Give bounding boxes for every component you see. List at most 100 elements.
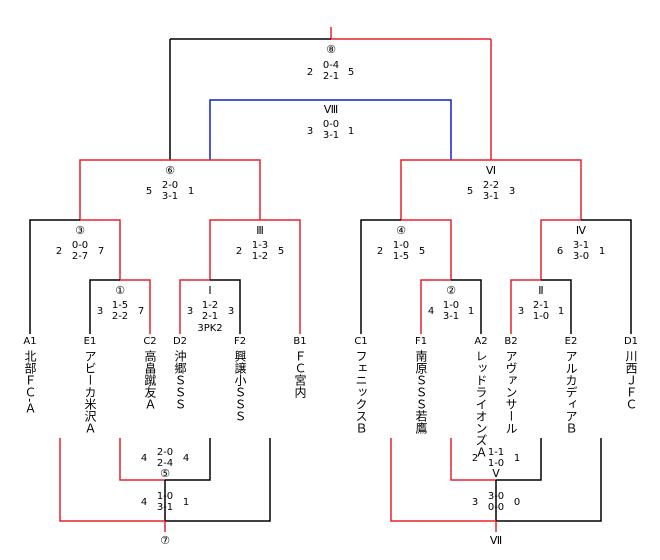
team-name: 南原ＳＳＳ若鷹 [414, 349, 428, 435]
bracket-lines [29, 27, 632, 532]
bar-mVI [400, 159, 582, 220]
team-B2: B2 アヴァンサール [504, 336, 518, 434]
score-half1: 2-2 [483, 180, 499, 191]
score-half2: 3-1 [483, 191, 499, 202]
team-code: A1 [23, 336, 36, 347]
match-mII: Ⅱ 3 2-1 1-0 1 [518, 284, 564, 322]
score-left: 6 [557, 246, 563, 257]
team-A1: A1 北部ＦＣ-Ａ [23, 336, 37, 414]
bar-mV-right [496, 438, 542, 481]
match-m8: ⑧ 2 0-4 2-1 5 [307, 43, 354, 82]
score-right: 5 [419, 246, 425, 257]
score-left: 2 [236, 246, 242, 257]
score-left: 3 [97, 306, 103, 317]
bar-m7-left [59, 438, 165, 522]
bar-m1-left [89, 279, 120, 334]
match-mI: Ⅰ 3 1-2 2-1 3 3PK2 [187, 284, 234, 334]
team-code: C1 [354, 336, 367, 347]
team-D1: D1 川西ＪＦＣ [624, 336, 638, 410]
bar-mI-right [210, 279, 241, 334]
score-right: 3 [228, 306, 234, 317]
match-label: ⑥ [165, 164, 175, 177]
score-half2: 3-1 [443, 311, 459, 322]
team-name: 高畠蹴友Ａ [143, 349, 157, 410]
bar-mIV-left [540, 219, 581, 280]
team-C1: C1 フェニックスＢ [354, 336, 368, 434]
score-half2: 0-0 [488, 502, 504, 513]
match-mVIII: Ⅷ 3 0-0 3-1 1 [307, 103, 354, 141]
team-F2: F2 興譲小ＳＳＳ [233, 336, 247, 422]
match-m6: ⑥ 5 2-0 3-1 1 [146, 164, 194, 202]
bar-m5-right [165, 438, 211, 481]
score-half1: 3-1 [573, 240, 589, 251]
team-E1: E1 アビーカ米沢Ａ [83, 336, 97, 434]
team-name: 北部ＦＣ-Ａ [23, 350, 37, 415]
bar-m4-left [360, 219, 401, 334]
team-code: F2 [234, 336, 246, 347]
score-half1: 1-0 [443, 300, 459, 311]
team-labels: A1 北部ＦＣ-Ａ E1 アビーカ米沢Ａ C2 高畠蹴友Ａ D2 沖郷ＳＳＳ F… [23, 336, 638, 458]
score-right: 7 [98, 246, 104, 257]
bar-mVII-left [390, 438, 496, 522]
match-mIV: Ⅳ 6 3-1 3-0 1 [557, 224, 605, 262]
team-code: E2 [565, 336, 578, 347]
score-left: 5 [146, 186, 152, 197]
bar-mIII-right [260, 219, 301, 334]
score-half1: 0-4 [323, 60, 339, 71]
score-half2: 2-4 [157, 458, 173, 469]
bar-mVII-right [496, 438, 602, 522]
score-half1: 3-0 [488, 491, 504, 502]
score-right: 4 [183, 453, 189, 464]
match-label: Ⅰ [208, 284, 211, 297]
score-half2: 3-1 [157, 502, 173, 513]
team-name: 川西ＪＦＣ [624, 350, 638, 410]
team-code: F1 [415, 336, 427, 347]
score-half2: 1-5 [393, 251, 409, 262]
bar-mII-left [510, 279, 541, 334]
match-label: Ⅴ [492, 467, 500, 480]
bar-mVIII [209, 99, 452, 160]
match-label: ① [115, 284, 125, 297]
score-left: 3 [518, 306, 524, 317]
team-F1: F1 南原ＳＳＳ若鷹 [414, 336, 428, 435]
score-half1: 1-5 [112, 300, 128, 311]
bar-m1-right [120, 279, 151, 334]
score-half1: 2-0 [157, 447, 173, 458]
score-half2: 3-0 [573, 251, 589, 262]
bar-mI-left [179, 279, 210, 334]
bar-m5-left [119, 438, 165, 481]
bar-m3-right [80, 219, 121, 280]
score-left: 4 [428, 306, 434, 317]
match-label: Ⅳ [576, 224, 587, 237]
match-m1: ① 3 1-5 2-2 7 [97, 284, 144, 322]
score-right: 1 [188, 186, 194, 197]
score-half2: 2-1 [202, 311, 218, 322]
team-B1: B1 ＦＣ宮内 [293, 336, 307, 398]
team-code: A2 [474, 336, 487, 347]
team-name: ＦＣ宮内 [293, 350, 307, 398]
match-scores: ⑧ 2 0-4 2-1 5 Ⅷ 3 0-0 3-1 1 ⑥ 5 2-0 3-1 … [56, 43, 605, 547]
match-m4: ④ 2 1-0 1-5 5 [377, 224, 425, 262]
score-left: 5 [467, 186, 473, 197]
match-label: Ⅱ [538, 284, 543, 297]
score-half1: 0-0 [72, 240, 88, 251]
team-code: E1 [84, 336, 97, 347]
score-half1: 1-3 [252, 240, 268, 251]
bar-m6 [79, 159, 261, 220]
match-m3: ③ 2 0-0 2-7 7 [56, 224, 104, 262]
score-half1: 1-0 [393, 240, 409, 251]
score-half1: 1-1 [488, 447, 504, 458]
match-label: ② [446, 284, 456, 297]
bar-m2-left [420, 279, 451, 334]
team-name: レッドライオンズＡ [474, 350, 488, 458]
bar-m4-right [401, 219, 452, 280]
score-left: 2 [307, 67, 313, 78]
score-left: 3 [307, 126, 313, 137]
match-label: ④ [396, 224, 406, 237]
score-half2: 2-2 [112, 311, 128, 322]
team-E2: E2 アルカディアＢ [564, 336, 578, 434]
label-bg [157, 466, 173, 479]
score-half1: 1-2 [202, 300, 218, 311]
team-name: アビーカ米沢Ａ [83, 350, 97, 434]
match-label: Ⅲ [256, 224, 264, 237]
